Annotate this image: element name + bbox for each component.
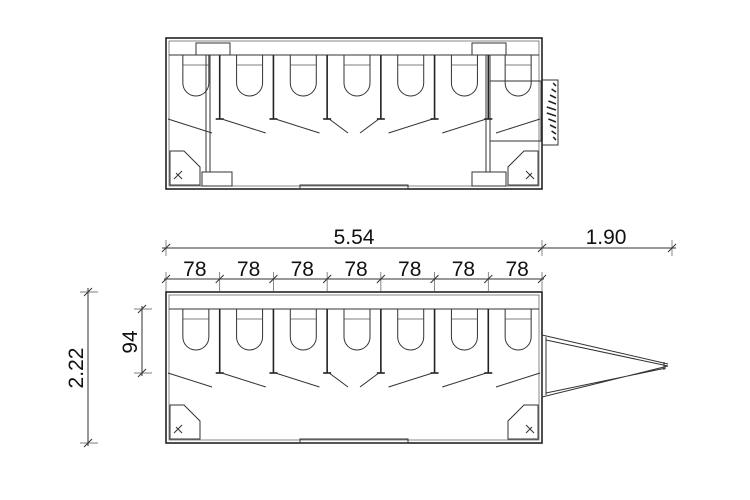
stall-door [275, 372, 320, 388]
dim-stall-width: 78 [505, 258, 528, 281]
dim-overall-length: 5.54 [334, 226, 375, 249]
step-tread [551, 130, 557, 135]
entrance-door [299, 184, 409, 190]
toilet-icon [289, 55, 317, 97]
stall-door [167, 372, 213, 388]
dim-tick [83, 438, 93, 448]
toilet-icon [182, 309, 210, 351]
step-tread [552, 136, 557, 141]
dim-tick [137, 368, 147, 378]
stall-door [442, 118, 487, 134]
toilet-icon [397, 55, 425, 97]
dim-tick [483, 274, 493, 284]
stall-door [442, 372, 487, 388]
dim-tick [430, 274, 439, 284]
step-tread [546, 112, 557, 117]
dim-overall-width: 2.22 [65, 348, 88, 389]
dim-tick [215, 274, 225, 284]
container-inner-wall [168, 40, 540, 187]
tap-icon [173, 424, 183, 434]
container-outline [165, 291, 543, 444]
dim-tick [161, 274, 171, 284]
step-tread [548, 118, 557, 123]
dim-stall-width: 78 [237, 258, 260, 281]
stall-door [221, 372, 266, 388]
dim-tick [161, 243, 171, 253]
step-tread [552, 82, 557, 87]
stall-door [388, 372, 433, 388]
dim-drawbar-length: 1.90 [586, 226, 627, 249]
step-tread [548, 100, 557, 105]
stall-door [359, 372, 380, 388]
dimension-lines [80, 240, 677, 448]
dim-tick [322, 274, 332, 284]
top-plan [165, 37, 559, 190]
corner-sink-left [169, 404, 201, 440]
dim-tick [537, 274, 547, 284]
stall-width-labels: 78 78 78 78 78 78 78 [183, 258, 529, 281]
stall-door [221, 118, 266, 134]
tank-box [471, 171, 507, 187]
toilet-icon [450, 55, 478, 97]
entrance-door [299, 438, 409, 444]
toilet-icon [343, 55, 371, 97]
toilet-icon [343, 309, 371, 351]
stall-door [388, 118, 433, 134]
toilet-icon [182, 55, 210, 97]
tank-box [471, 42, 507, 56]
dim-tick [137, 304, 147, 314]
stall-door [328, 372, 349, 388]
pipe-column [205, 55, 211, 172]
stall-door [359, 118, 380, 134]
steps-frame [542, 79, 559, 146]
dim-stall-width: 78 [398, 258, 421, 281]
corner-sink-right [507, 150, 539, 186]
toilet-icon [289, 309, 317, 351]
container-inner-wall [168, 294, 540, 441]
step-tread [546, 106, 557, 111]
toilet-icon [450, 309, 478, 351]
dim-tick [83, 287, 93, 297]
tap-icon [525, 170, 535, 180]
tap-icon [525, 424, 535, 434]
dim-tick [269, 274, 278, 284]
toilet-icon [236, 55, 264, 97]
dim-stall-width: 78 [344, 258, 367, 281]
step-tread [551, 88, 557, 93]
stall-door [328, 118, 349, 134]
toilet-icon [236, 309, 264, 351]
toilet-icon [504, 55, 532, 97]
step-tread [549, 94, 557, 99]
dim-stall-width: 78 [291, 258, 314, 281]
drawbar [541, 334, 669, 398]
tank-box [201, 171, 233, 187]
dim-stall-width: 78 [452, 258, 475, 281]
stall-door [495, 118, 541, 134]
tap-icon [173, 170, 183, 180]
dim-stall-width: 78 [183, 258, 206, 281]
stall-door [167, 118, 213, 134]
dim-tick [537, 243, 547, 253]
dim-tick [376, 274, 386, 284]
stall-door [275, 118, 320, 134]
step-tread [549, 124, 557, 129]
corner-sink-right [507, 404, 539, 440]
toilet-icon [397, 309, 425, 351]
corner-sink-left [169, 150, 201, 186]
entrance-platform [489, 80, 542, 142]
dim-tick [667, 243, 677, 253]
toilet-icon [504, 309, 532, 351]
tank-box [195, 42, 231, 56]
dim-stall-depth: 94 [119, 330, 142, 354]
stall-door [495, 372, 541, 388]
bottom-plan [165, 291, 669, 444]
